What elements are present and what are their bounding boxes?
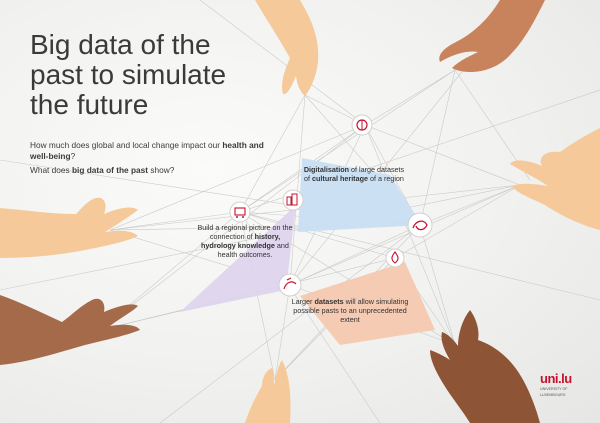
university-logo: uni.lu UNIVERSITY OF LUXEMBOURG: [540, 372, 578, 397]
hand-bottom-right: [430, 310, 540, 423]
question-big-data-text: What does: [30, 165, 72, 175]
orange-panel-text-2: will allow simulating possible pasts to …: [293, 297, 409, 324]
question-health-text: How much does global and local change im…: [30, 140, 223, 150]
question-big-data-bold: big data of the past: [71, 165, 149, 175]
question-health: How much does global and local change im…: [30, 140, 280, 162]
brain-icon: [351, 114, 373, 136]
orange-panel-text-1: Larger: [291, 297, 315, 306]
blue-panel-text: Digitalisation of large datasets of cult…: [302, 165, 406, 183]
purple-panel: [180, 205, 296, 312]
data-hand-icon: [278, 273, 302, 297]
blue-panel-text-1: of large datasets of: [304, 165, 405, 183]
question-big-data-end: show?: [148, 165, 175, 175]
question-health-end: ?: [70, 151, 76, 161]
purple-panel-text: Build a regional picture on the connecti…: [196, 223, 294, 259]
logo-sub-2: LUXEMBOURG: [540, 393, 566, 397]
title-line-3: the future: [30, 89, 149, 120]
orange-panel-text: Larger datasets will allow simulating po…: [290, 297, 410, 324]
hand-right: [510, 128, 600, 230]
hand-bottom-middle: [245, 360, 291, 423]
cart-icon: [229, 201, 251, 223]
hand-bottom-left: [0, 295, 140, 365]
orange-panel-bold-1: datasets: [314, 297, 344, 306]
orange-panel: [300, 262, 435, 345]
purple-panel-text-1: Build a regional picture on the connecti…: [197, 223, 293, 241]
hand-top-left: [255, 0, 319, 96]
drop-icon: [385, 248, 405, 268]
logo-mark: uni.lu: [540, 371, 572, 386]
purple-panel-bold-1: history, hydrology knowledge: [201, 232, 281, 250]
title-line-1: Big data of the: [30, 29, 211, 60]
purple-panel-text-2: and health outcomes.: [217, 241, 289, 259]
blue-panel-text-2: of a region: [367, 174, 404, 183]
poster-title: Big data of the past to simulate the fut…: [30, 30, 226, 120]
logo-sub-1: UNIVERSITY OF: [540, 387, 568, 391]
blue-panel-bold-1: Digitalisation: [303, 165, 349, 174]
title-line-2: past to simulate: [30, 59, 227, 90]
blue-panel-bold-2: cultural heritage: [312, 174, 368, 183]
buildings-icon: [282, 189, 304, 211]
question-big-data: What does big data of the past show?: [30, 165, 280, 176]
hand-top-right: [439, 0, 545, 72]
hand-left: [0, 197, 138, 258]
blue-panel: [298, 158, 422, 232]
water-wave-icon: [407, 212, 433, 238]
question-health-bold: health and well-being: [30, 140, 264, 161]
